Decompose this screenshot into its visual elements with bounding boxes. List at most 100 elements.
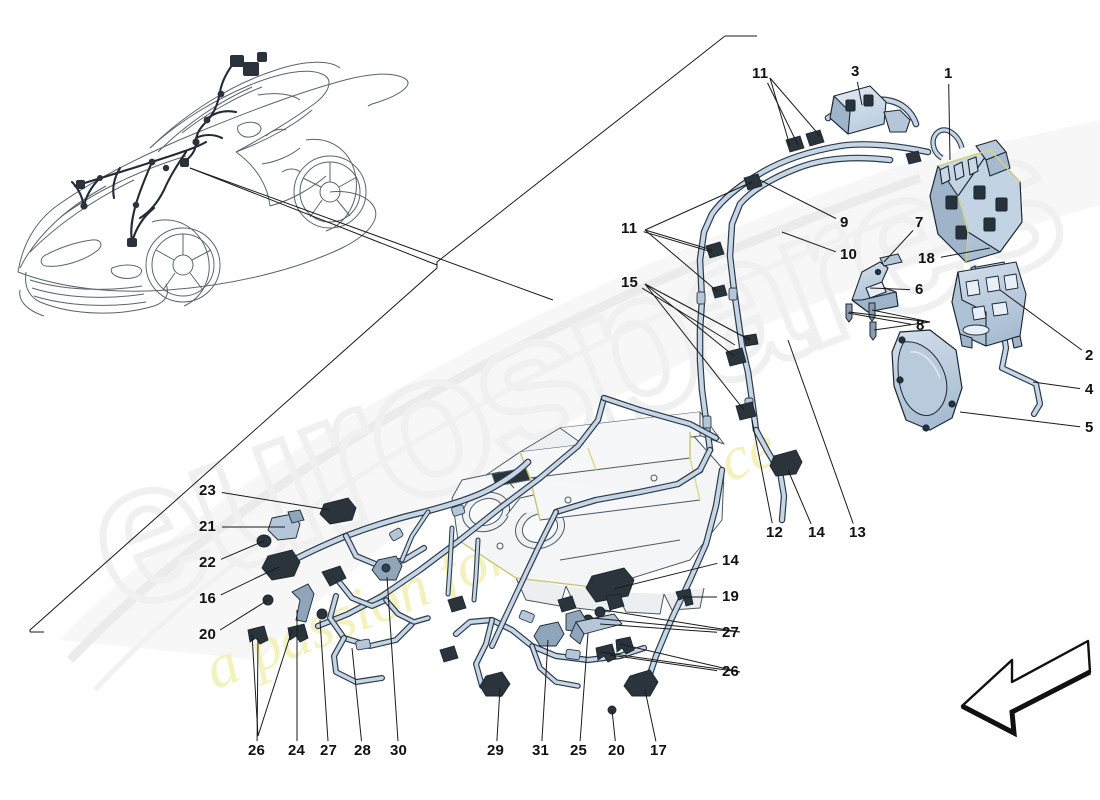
callout-number-14: 14 (722, 552, 740, 569)
callout-number-10: 10 (840, 246, 858, 263)
callout-number-15: 15 (621, 274, 639, 291)
leader-line-7 (883, 230, 914, 263)
callout-number-22: 22 (199, 554, 217, 571)
callout-number-27: 27 (722, 624, 740, 641)
callout-number-27: 27 (320, 742, 338, 759)
leader-line-15 (641, 287, 736, 346)
leader-line-28 (351, 647, 362, 742)
leader-line-17 (644, 689, 657, 742)
leader-line-23 (221, 492, 331, 511)
leader-line-27 (599, 623, 718, 633)
callout-number-24: 24 (288, 742, 306, 759)
direction-arrow (960, 639, 1092, 738)
callout-number-3: 3 (851, 63, 860, 80)
callout-number-11: 11 (621, 220, 638, 237)
callout-number-21: 21 (199, 518, 217, 535)
leader-lines (219, 77, 1083, 742)
leader-line-branch (251, 633, 259, 737)
leader-line-20 (611, 709, 616, 742)
leader-line-branch (644, 181, 753, 231)
callout-number-12: 12 (766, 524, 784, 541)
callout-number-6: 6 (915, 281, 924, 298)
leader-line-20 (219, 599, 269, 631)
leader-line-10 (781, 231, 836, 253)
callout-number-4: 4 (1085, 381, 1094, 398)
vehicle-inset (17, 61, 409, 317)
part-5-heat-shield (891, 329, 963, 432)
charcoal-canister-part-1 (929, 127, 1023, 263)
leader-line-branch (603, 609, 741, 633)
leader-line-22 (220, 540, 265, 560)
leader-line-18 (940, 247, 991, 258)
leader-line-27 (319, 619, 329, 742)
leader-line-29 (496, 687, 501, 742)
inset-harness-nodes (76, 52, 267, 247)
vapour-lines (281, 96, 1044, 697)
leader-line-branch (769, 77, 821, 137)
callout-number-26: 26 (248, 742, 266, 759)
leader-line-11 (643, 231, 713, 253)
callout-number-16: 16 (199, 590, 217, 607)
hose-ferrules (355, 287, 754, 661)
callout-number-31: 31 (532, 742, 550, 759)
zoom-callout-frame (29, 35, 757, 633)
callout-number-26: 26 (722, 663, 740, 680)
leader-line-branch (769, 77, 791, 147)
leader-line-branch (873, 321, 931, 331)
callout-number-23: 23 (199, 482, 217, 499)
leader-line-branch (591, 617, 741, 633)
callout-number-19: 19 (722, 588, 740, 605)
callout-number-5: 5 (1085, 419, 1094, 436)
part-3-hose-clamp (829, 85, 911, 135)
callout-number-25: 25 (570, 742, 588, 759)
leader-line-branch (619, 643, 741, 673)
leader-line-25 (579, 632, 589, 742)
leader-line-branch (644, 229, 713, 251)
leader-line-branch (599, 651, 741, 673)
leader-line-4 (1032, 381, 1081, 390)
part-7-clip (879, 253, 903, 267)
callout-number-29: 29 (487, 742, 505, 759)
leader-line-26 (609, 654, 718, 672)
callout-number-13: 13 (849, 524, 867, 541)
leader-line-8 (847, 312, 912, 325)
leader-line-9 (759, 179, 837, 219)
leader-line-branch (871, 309, 931, 323)
callout-number-7: 7 (915, 214, 924, 231)
leader-line-branch (644, 229, 719, 293)
callout-number-14: 14 (808, 524, 826, 541)
clip-parts (247, 129, 922, 715)
callout-number-20: 20 (199, 626, 217, 643)
leader-line-branch (644, 283, 751, 341)
leader-line-12 (751, 419, 773, 524)
callout-number-1: 1 (944, 65, 953, 82)
callout-number-17: 17 (650, 742, 668, 759)
leader-line-branch (848, 311, 931, 323)
leader-line-2 (999, 289, 1083, 351)
part-6-bracket (851, 261, 899, 313)
leader-line-branch (644, 283, 745, 411)
leader-line-5 (959, 411, 1081, 428)
leader-line-branch (644, 283, 735, 357)
part-2-mounting-bracket (951, 261, 1027, 349)
leader-line-16 (220, 566, 280, 596)
callout-number-9: 9 (840, 214, 849, 231)
callout-number-11: 11 (752, 65, 769, 82)
callout-number-30: 30 (390, 742, 408, 759)
leader-line-31 (541, 639, 549, 742)
leader-line-30 (386, 576, 399, 742)
callout-number-20: 20 (608, 742, 626, 759)
leader-line-11 (767, 82, 799, 146)
callout-number-28: 28 (354, 742, 372, 759)
leader-line-6 (869, 287, 911, 291)
callout-number-8: 8 (916, 317, 925, 334)
callout-number-2: 2 (1085, 347, 1094, 364)
leader-line-13 (787, 339, 854, 524)
callout-number-18: 18 (918, 250, 936, 267)
leader-line-1 (948, 83, 951, 161)
leader-line-14 (613, 562, 718, 590)
leader-line-3 (856, 81, 863, 106)
leader-line-branch (257, 629, 293, 737)
